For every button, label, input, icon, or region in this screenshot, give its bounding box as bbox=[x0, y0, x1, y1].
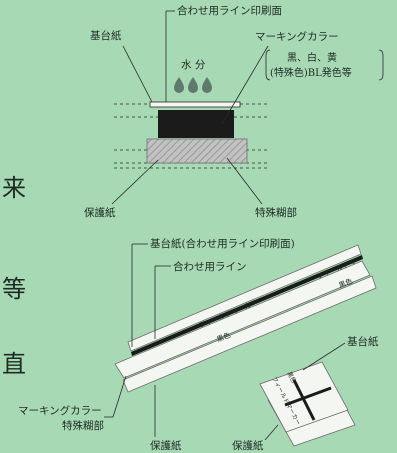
side-char-1: 来 bbox=[2, 174, 26, 202]
water-drop-icon bbox=[188, 77, 198, 93]
marking-colors-line2: (特殊色)BL発色等 bbox=[270, 66, 352, 79]
label-protective-paper-1: 保護紙 bbox=[150, 439, 182, 452]
label-water: 水 分 bbox=[181, 59, 206, 71]
bracket-left bbox=[265, 49, 271, 81]
water-drop-icon bbox=[174, 77, 184, 93]
label-base-paper-card: 基台紙 bbox=[347, 335, 379, 348]
marking-color-layer bbox=[158, 110, 234, 138]
label-marking-color-lower: マーキングカラー bbox=[18, 404, 102, 417]
label-protective-paper: 保護紙 bbox=[84, 206, 116, 219]
marking-colors-line1: 黒、白、黄 bbox=[287, 51, 337, 64]
leader-line bbox=[221, 45, 269, 125]
leader-line bbox=[112, 375, 127, 418]
label-alignment-line: 合わせ用ライン bbox=[173, 260, 247, 273]
leader-line bbox=[226, 157, 263, 205]
leader-line bbox=[264, 424, 279, 441]
cross-mark-h bbox=[284, 386, 332, 407]
base-paper-layer bbox=[149, 101, 241, 108]
label-base-paper-full: 基台紙(合わせ用ライン印刷面) bbox=[150, 237, 295, 250]
cross-section-diagram: 合わせ用ライン印刷面 基台紙 マーキングカラー 黒、白、黄 (特殊色)BL発色等… bbox=[84, 4, 384, 219]
leader-line bbox=[111, 159, 159, 205]
label-special-adhesive-lower: 特殊糊部 bbox=[62, 419, 104, 432]
bracket-right bbox=[378, 49, 384, 81]
marker-strip bbox=[114, 260, 371, 379]
label-marking-color: マーキングカラー bbox=[255, 30, 339, 43]
label-protective-paper-2: 保護紙 bbox=[232, 439, 264, 452]
special-adhesive-layer bbox=[146, 138, 248, 164]
alignment-line-black bbox=[131, 255, 363, 356]
leader-line bbox=[122, 45, 153, 103]
label-special-adhesive: 特殊糊部 bbox=[255, 206, 297, 219]
label-base-paper: 基台紙 bbox=[90, 29, 122, 42]
strip-upper bbox=[127, 244, 362, 352]
strip-protective-paper bbox=[122, 275, 377, 393]
side-char-2: 等 bbox=[2, 275, 26, 303]
cross-mark-v bbox=[292, 379, 316, 421]
label-print-line: 合わせ用ライン印刷面 bbox=[177, 4, 282, 17]
leader-line bbox=[302, 342, 346, 371]
product-illustration: フィールドマーカー フィールドマ 黒色 黒色 フィールドマーカー 黒色 基台紙(… bbox=[18, 237, 379, 452]
side-char-3: 直 bbox=[2, 350, 26, 378]
water-drop-icon bbox=[202, 77, 212, 93]
